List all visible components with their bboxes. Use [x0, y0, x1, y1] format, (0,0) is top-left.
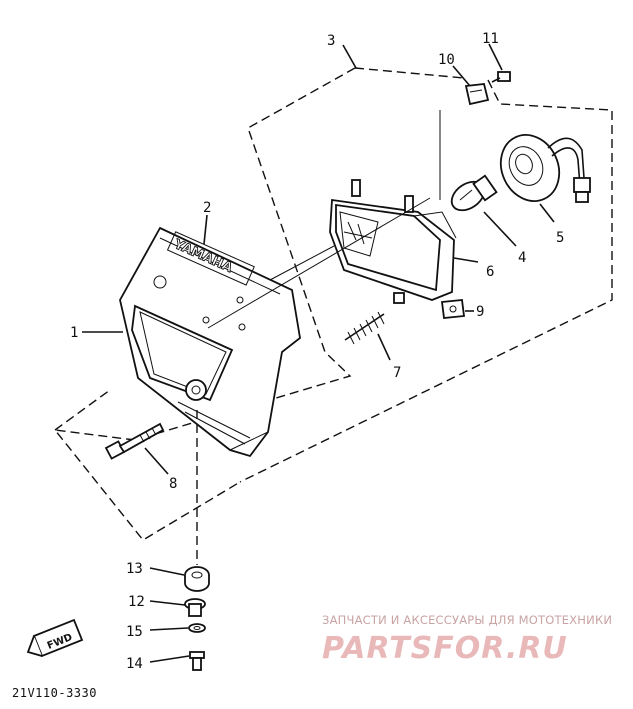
callout-13: 13 — [126, 561, 143, 577]
bulb — [450, 174, 498, 212]
lower-bolt — [189, 651, 205, 671]
small-screw — [491, 71, 511, 83]
callout-3: 3 — [327, 33, 335, 49]
callout-6: 6 — [486, 264, 494, 280]
callout-labels: 1 2 3 4 5 6 7 8 9 10 11 12 13 14 15 — [70, 31, 564, 672]
callout-5: 5 — [556, 230, 564, 246]
callout-15: 15 — [126, 624, 143, 640]
rubber-damper — [184, 566, 210, 592]
callout-12: 12 — [128, 594, 145, 610]
headlight-unit — [329, 179, 457, 304]
bulb-socket — [499, 134, 591, 203]
adjusting-spring — [344, 311, 385, 345]
diagram-code: 21V110-3330 — [12, 686, 97, 700]
watermark-line2: PARTSFOR.RU — [322, 631, 568, 666]
washer — [188, 623, 206, 633]
assembly-frame — [53, 67, 613, 541]
callout-10: 10 — [438, 52, 455, 68]
collar — [184, 598, 206, 617]
callout-4: 4 — [518, 250, 526, 266]
long-bolt — [104, 422, 165, 460]
callout-2: 2 — [203, 200, 211, 216]
callout-9: 9 — [476, 304, 484, 320]
forward-arrow: FWD — [26, 618, 84, 658]
callout-8: 8 — [169, 476, 177, 492]
callout-1: 1 — [70, 325, 78, 341]
callout-14: 14 — [126, 656, 143, 672]
callout-7: 7 — [393, 365, 401, 381]
square-nut — [440, 299, 466, 319]
callout-11: 11 — [482, 31, 499, 47]
bracket — [464, 83, 490, 106]
leader-lines — [82, 43, 555, 663]
watermark: ЗАПЧАСТИ И АКСЕССУАРЫ ДЛЯ МОТОТЕХНИКИ PA… — [322, 613, 612, 666]
watermark-line1: ЗАПЧАСТИ И АКСЕССУАРЫ ДЛЯ МОТОТЕХНИКИ — [322, 613, 612, 627]
headlight-cover — [119, 226, 301, 458]
